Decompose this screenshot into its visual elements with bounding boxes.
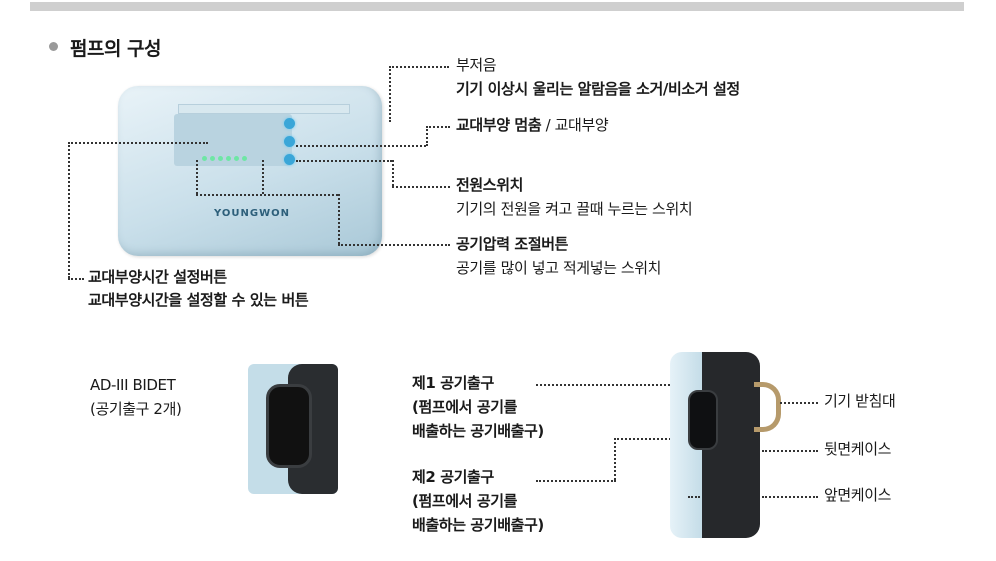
display-strip <box>178 104 350 114</box>
leader-line <box>196 194 338 196</box>
outlet-2-title: 제2 공기출구 <box>412 468 494 486</box>
leader-line <box>614 438 710 440</box>
leader-line <box>426 126 450 128</box>
led-icon <box>226 156 231 161</box>
pump-front-image: YOUNGWON <box>118 86 382 256</box>
leader-line <box>392 160 394 186</box>
leader-line <box>780 402 818 404</box>
leader-line <box>536 480 616 482</box>
leader-line <box>68 278 84 280</box>
power-switch-label: 전원스위치 <box>456 176 524 194</box>
time-button-label: 교대부양시간 설정버튼 <box>88 268 227 286</box>
outlet-1-title: 제1 공기출구 <box>412 374 494 392</box>
model-name: AD-III BIDET <box>90 376 176 394</box>
leader-line <box>392 186 450 188</box>
outlet-1-desc-line: 배출하는 공기배출구) <box>412 422 544 440</box>
leader-line <box>536 384 710 386</box>
air-outlet-port-icon <box>266 384 312 468</box>
led-icon <box>234 156 239 161</box>
leader-line <box>338 244 450 246</box>
leader-line <box>426 126 428 146</box>
bullet-icon <box>49 42 58 51</box>
section-title: 펌프의 구성 <box>70 38 162 60</box>
buzzer-label: 부저음 <box>456 56 497 74</box>
alternate-button-icon <box>284 136 295 147</box>
leader-line <box>68 142 70 278</box>
leader-line <box>762 496 818 498</box>
led-icon <box>242 156 247 161</box>
outlet-2-desc-line: (펌프에서 공기를 <box>412 492 518 510</box>
leader-line <box>389 66 449 68</box>
leader-line <box>296 145 426 147</box>
leader-line <box>262 160 264 194</box>
back-case-label: 뒷면케이스 <box>824 440 892 458</box>
outlet-2-desc-line: 배출하는 공기배출구) <box>412 516 544 534</box>
power-switch-description: 기기의 전원을 켜고 끌때 누르는 스위치 <box>456 200 693 218</box>
pump-side-image <box>670 352 781 538</box>
led-icon <box>202 156 207 161</box>
buzzer-description: 기기 이상시 울리는 알람음을 소거/비소거 설정 <box>456 80 740 98</box>
led-icon <box>210 156 215 161</box>
power-button-icon <box>284 154 295 165</box>
leader-line <box>614 438 616 480</box>
alternate-label: 교대부양 멈춤 / 교대부양 <box>456 116 609 134</box>
air-outlet-closeup-image <box>248 364 338 494</box>
pressure-button-description: 공기를 많이 넣고 적게넣는 스위치 <box>456 259 662 277</box>
leader-line <box>389 66 391 122</box>
led-icon <box>218 156 223 161</box>
leader-line <box>68 142 208 144</box>
leader-line <box>688 496 700 498</box>
buzzer-button-icon <box>284 118 295 129</box>
device-brand: YOUNGWON <box>214 208 290 219</box>
leader-line <box>196 160 198 194</box>
air-outlet-port-icon <box>688 390 718 450</box>
top-divider-bar <box>30 2 964 11</box>
leader-line <box>296 160 392 162</box>
pressure-button-label: 공기압력 조절버튼 <box>456 235 569 253</box>
leader-line <box>762 450 818 452</box>
stand-hook-icon <box>754 382 781 432</box>
front-case-label: 앞면케이스 <box>824 486 892 504</box>
leader-line <box>338 194 340 244</box>
time-button-description: 교대부양시간을 설정할 수 있는 버튼 <box>88 291 309 309</box>
outlet-1-desc-line: (펌프에서 공기를 <box>412 398 518 416</box>
stand-label: 기기 받침대 <box>824 392 896 410</box>
control-panel <box>174 114 292 166</box>
model-note: (공기출구 2개) <box>90 400 182 418</box>
